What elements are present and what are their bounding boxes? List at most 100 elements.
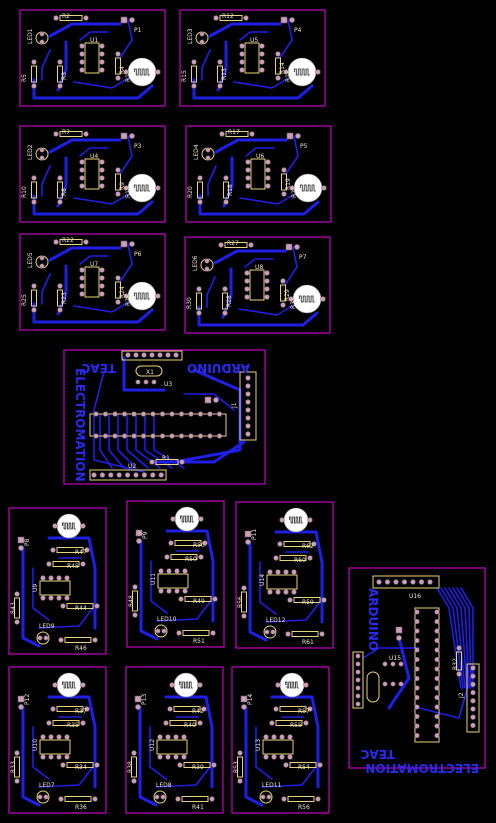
solder-pad	[275, 682, 281, 688]
solder-pad	[283, 762, 289, 768]
connector-label: P6	[134, 251, 142, 258]
connector-label: P8	[24, 538, 31, 546]
solder-pad	[79, 59, 85, 65]
resistor	[287, 597, 327, 603]
copper-trace	[117, 413, 137, 469]
solder-pad	[303, 682, 309, 688]
resistor	[53, 15, 89, 21]
solder-pad	[315, 796, 321, 802]
resistor-label: R29	[284, 289, 291, 301]
resistor	[53, 131, 89, 137]
solder-pad	[99, 472, 106, 478]
solder-pad	[244, 294, 250, 300]
resistor-label: R54	[298, 764, 310, 771]
solder-pad	[287, 734, 293, 740]
resistor-label: R3	[61, 72, 68, 80]
copper-trace	[32, 726, 50, 780]
resistor	[213, 15, 249, 21]
solder-pad	[434, 628, 440, 634]
resistor-label: R32	[452, 658, 459, 670]
resistor	[149, 459, 185, 465]
solder-pad	[279, 754, 285, 760]
solder-pad	[178, 596, 184, 602]
solder-pad	[287, 754, 293, 760]
solder-pad	[157, 754, 163, 760]
resistor-label: R20	[187, 186, 194, 198]
copper-trace	[73, 75, 133, 89]
solder-pad	[307, 517, 313, 523]
board-outline	[348, 567, 486, 769]
solder-pad	[434, 637, 440, 644]
resistor	[57, 59, 63, 89]
square-pad	[244, 530, 252, 538]
solder-pad	[245, 431, 251, 437]
led-label: LED8	[156, 782, 172, 789]
resistor-label: R50	[193, 542, 205, 549]
solder-pad	[283, 569, 289, 575]
resistor-label: R38	[127, 761, 134, 773]
header-outline	[372, 575, 440, 589]
solder-pad	[259, 67, 265, 73]
copper-trace	[183, 393, 235, 411]
solder-pad	[245, 167, 251, 173]
solder-pad	[283, 69, 289, 75]
copper-trace	[79, 255, 109, 265]
ic-label: U4	[90, 153, 98, 160]
solder-pad	[31, 307, 37, 313]
solder-pad	[265, 159, 271, 165]
solder-pad	[216, 411, 223, 417]
copper-trace	[460, 587, 474, 689]
square-pad	[120, 16, 128, 24]
solder-pad	[277, 541, 283, 547]
solder-pad	[64, 575, 70, 581]
solder-pad	[178, 411, 185, 417]
solder-pad	[58, 637, 64, 643]
solder-pad	[245, 407, 251, 413]
solder-pad	[197, 433, 204, 439]
resistor	[46, 720, 86, 726]
resistor	[60, 603, 100, 609]
ic-chip	[79, 158, 105, 190]
resistor-label: R8	[61, 188, 68, 196]
solder-pad	[264, 294, 270, 300]
solder-pad	[199, 39, 205, 45]
copper-trace	[38, 766, 94, 788]
header-outline	[466, 663, 480, 733]
copper-trace	[255, 726, 273, 780]
solder-pad	[259, 43, 265, 49]
resistor-label: R61	[302, 639, 314, 646]
solder-pad	[355, 653, 361, 659]
connector-label: P14	[247, 694, 254, 705]
solder-pad	[289, 17, 295, 23]
solder-pad	[165, 352, 171, 358]
solder-pad	[197, 682, 203, 688]
led-label: LED2	[27, 144, 34, 160]
solder-pad	[159, 433, 166, 439]
ic-chip	[239, 42, 265, 74]
solder-pad	[265, 175, 271, 181]
solder-pad	[311, 541, 317, 547]
solder-pad	[140, 411, 147, 417]
ic-label: U16	[409, 593, 421, 600]
solder-pad	[410, 579, 416, 585]
solder-pad	[281, 167, 287, 173]
board-outline	[19, 125, 166, 223]
copper-trace	[222, 156, 234, 208]
resistor-label: R40	[184, 722, 196, 729]
ic-chip	[39, 575, 71, 601]
solder-pad	[116, 472, 122, 478]
copper-trace	[198, 194, 320, 216]
resistor-label: R56	[237, 596, 244, 608]
solder-pad	[470, 722, 476, 729]
ic-chip	[79, 266, 105, 298]
copper-trace	[285, 135, 299, 175]
resistor-label: R48	[128, 595, 135, 607]
solder-pad	[165, 734, 171, 740]
copper-trace	[239, 191, 299, 205]
solder-pad	[434, 704, 440, 710]
solder-pad	[414, 609, 420, 615]
solder-pad	[198, 516, 204, 522]
solder-pad	[259, 59, 265, 65]
